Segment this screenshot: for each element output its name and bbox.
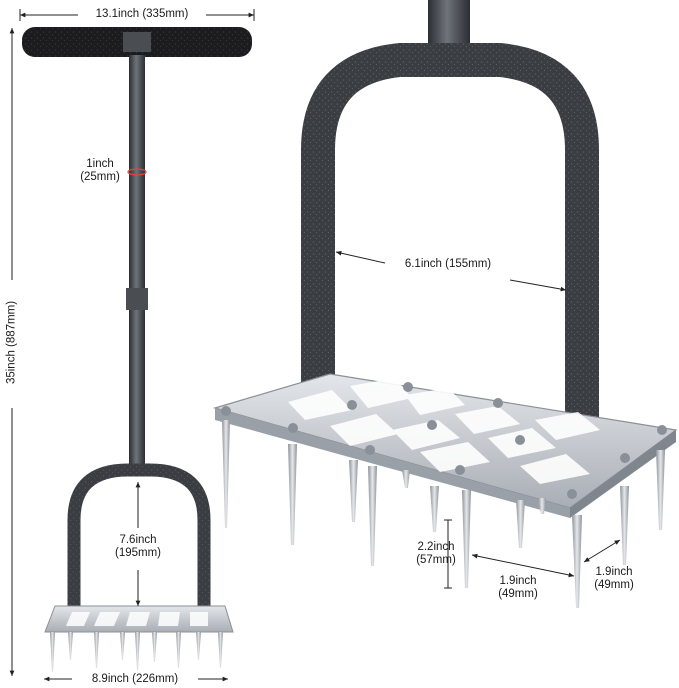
spike-spacing-x-in: 1.9inch: [499, 575, 537, 587]
frame-height-mm: (195mm): [114, 547, 161, 559]
spike-spacing-x-label: 1.9inch (49mm): [488, 575, 548, 601]
closeup-spike-plate: [212, 373, 678, 518]
spike-spacing-y-mm: (49mm): [594, 579, 634, 591]
base-width-label: 8.9inch (226mm): [72, 673, 198, 686]
t-handle-grip: [22, 27, 252, 57]
spike-length-mm: (57mm): [416, 554, 456, 566]
shaft-diameter-mm: (25mm): [80, 171, 120, 183]
handle-width-label: 13.1inch (335mm): [78, 8, 206, 21]
spike-spacing-x-mm: (49mm): [498, 588, 538, 600]
shaft-diameter-in: 1inch: [86, 158, 114, 170]
total-height-label: 35inch (887mm): [5, 280, 19, 405]
closeup-spikes: [222, 420, 665, 608]
small-spike-plate: [44, 605, 234, 633]
spike-spacing-y-in: 1.9inch: [595, 566, 633, 578]
frame-height-in: 7.6inch: [119, 534, 157, 546]
diameter-marker: [127, 168, 147, 176]
spike-spacing-y-label: 1.9inch (49mm): [586, 566, 642, 592]
spike-length-in: 2.2inch: [417, 541, 455, 553]
inner-width-label: 6.1inch (155mm): [386, 258, 510, 271]
frame-height-label: 7.6inch (195mm): [104, 534, 172, 560]
small-spikes: [50, 632, 223, 672]
shaft-joint: [126, 288, 148, 310]
shaft-diameter-label: 1inch (25mm): [72, 158, 128, 184]
spike-length-label: 2.2inch (57mm): [408, 541, 464, 567]
dimension-lines: [9, 9, 621, 682]
shaft: [129, 55, 145, 473]
